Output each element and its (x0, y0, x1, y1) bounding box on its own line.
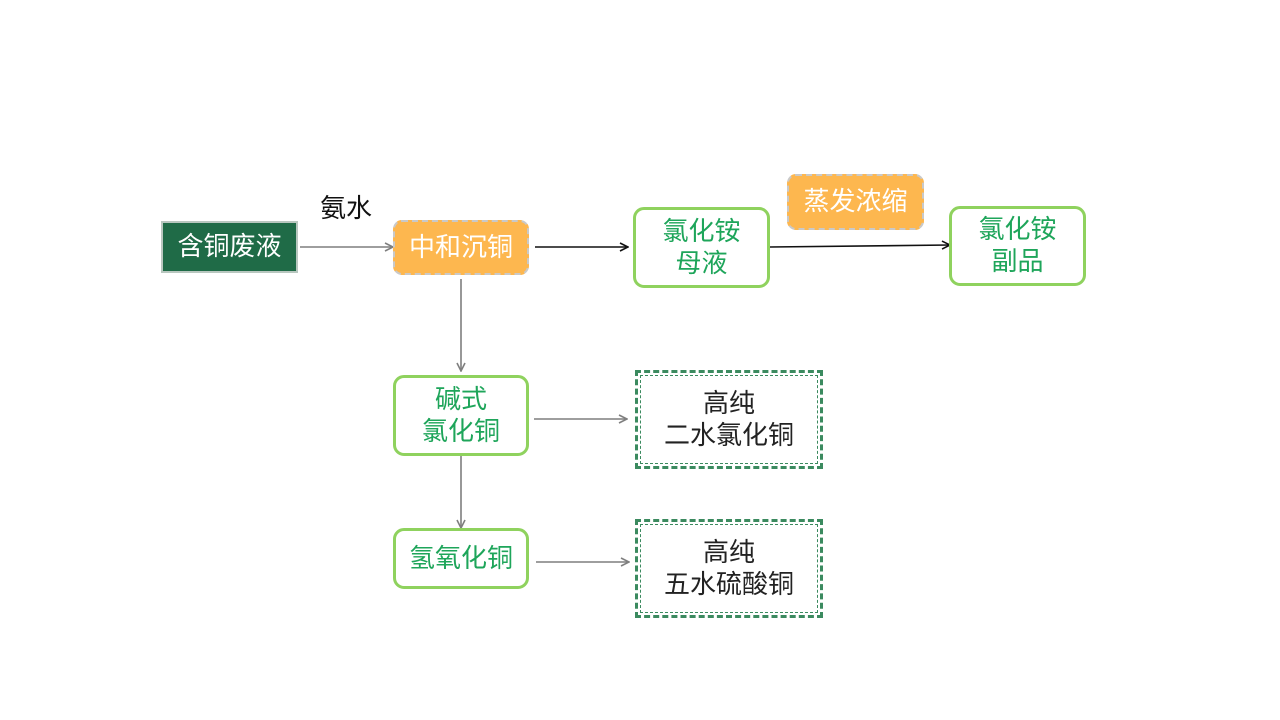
node-ammonium-mother: 氯化铵 母液 (633, 207, 770, 288)
node-ammonium-byproduct: 氯化铵 副品 (949, 206, 1086, 286)
node-high-purity-cucl2: 高纯 二水氯化铜 (635, 370, 823, 469)
arrow-mother-to-byproduct (769, 245, 950, 247)
node-evaporate: 蒸发浓缩 (787, 174, 924, 230)
node-basic-copper-chloride: 碱式 氯化铜 (393, 375, 529, 456)
node-neutralize: 中和沉铜 (393, 220, 529, 275)
node-waste-liquid: 含铜废液 (161, 221, 298, 273)
edge-label-ammonia: 氨水 (320, 194, 373, 224)
node-copper-hydroxide: 氢氧化铜 (393, 528, 529, 589)
node-high-purity-cuso4: 高纯 五水硫酸铜 (635, 519, 823, 618)
